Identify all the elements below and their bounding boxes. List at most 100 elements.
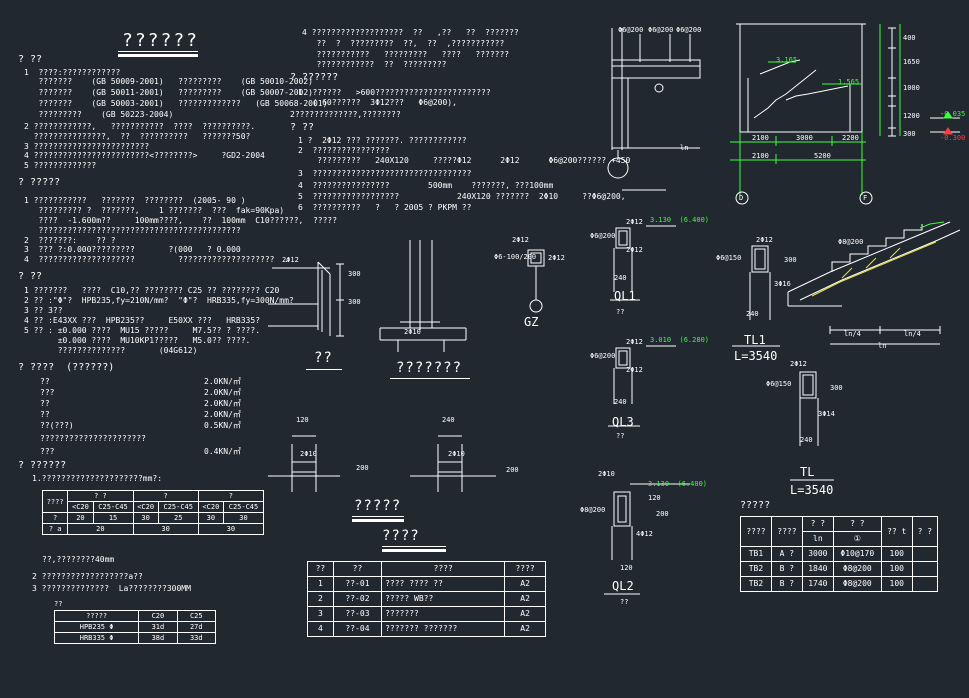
drawing-cell: ??-02 [332,591,383,607]
cover-th: ???? [41,490,69,513]
detail-c-label: ????? [354,498,402,514]
dim-label: 120 [620,564,633,572]
sec5-after-table: ??,????????40mm [42,555,115,564]
rebar-label: 2Φ10 [404,328,421,336]
load-name: ?????????????????????? [40,434,146,443]
rebar-label: 2Φ12 [626,338,643,346]
tl1-length: L=3540 [734,349,778,363]
stair-elev: -0.035 [940,110,966,118]
sec3-line: 4 ?? :E43XX ??? HPB235?? E50XX ??? HRB33… [24,316,261,325]
anchor-cell: HPB235 Φ [53,621,140,633]
stair-table-title: ????? [740,500,771,511]
drawing-list-underline-thick [382,549,446,552]
load-value: 2.0KN/㎡ [204,410,241,419]
sec2-head: ? ????? [18,177,61,188]
plan-dim: 2100 [752,134,769,142]
anchor-th: C25 [176,610,217,622]
dim-label: 120 [648,494,661,502]
plan-dim: 5200 [814,152,831,160]
detail-a-underline [306,369,342,370]
sec1-line: ??????? (GB 50009-2001) ????????? (GB 50… [24,77,313,86]
sec1-head: ? ?? [18,54,43,65]
drawing-cell: ??-03 [332,606,383,622]
gz-label: GZ [524,315,539,329]
sec6-line: ( 60?????? 3Φ12??? Φ6@200), [298,98,457,107]
rebar-label: 2Φ12 [626,218,643,226]
anchor-th: ????? [53,610,140,622]
table-row: TB2 B ? 1740 Φ8@200 100 [740,576,939,592]
stair-cell [911,561,939,577]
ql2-section [604,483,690,595]
sec1-line: ??????? (GB 50003-2001) ????????????? (G… [24,99,328,108]
sec3-head: ? ?? [18,271,43,282]
rebar-label: 2Φ10 [448,450,465,458]
dim-label: 200 [356,464,369,472]
stair-slab-green [919,221,945,229]
table-row: 3 ??-03 ??????? A2 [307,606,546,622]
dim-label: 120 [296,416,309,424]
detail-b-underline [390,378,470,379]
anchor-cell: 27d [176,621,217,633]
rebar-label: Φ6@200 [590,352,616,360]
stair-cell [911,576,939,592]
cover-sub: C25-C45 [92,501,134,513]
foundation-detail-left [268,261,344,337]
sec5-line2: 2 ??????????????????a?? [32,572,143,581]
sec4-head: ? ???? (??????) [18,362,115,373]
drawing-cell: ???? ???? ?? [381,576,506,592]
sec1-line: 5 ????????????? [24,161,97,170]
axis-d-label: D [739,194,744,202]
sec1-line: ???????????????, ?? ?????????? ???????50… [24,132,251,141]
sec6-top-line: ??????????? ????????? ???? ??????? [302,50,510,59]
stair-cell: 100 [880,546,913,562]
drawing-cell: ????? WB?? [381,591,506,607]
sec2-line: 1 ??????????? ??????? ???????? (2005- 90… [24,196,246,205]
rebar-label: 2Φ12 [512,236,529,244]
stair-slab-section [787,221,961,345]
plan-dim-v: 1650 [903,58,920,66]
sec5-head: ? ?????? [18,460,67,471]
dim-label: 200 [506,466,519,474]
axis-f-label: F [863,194,868,202]
plan-dim-v: 300 [903,130,916,138]
cover-cell: ? a [41,523,69,535]
drawing-cell: ??-04 [332,621,383,637]
sec7-line: 4 ???????????????? 500mm ???????, ???100… [298,181,554,190]
top-beam-section [607,28,701,191]
stair-cell: Φ8@200 [832,561,882,577]
drawing-cell: A2 [504,591,546,607]
sec3-line: 1 ??????? ???? C10,?? ???????? C25 ?? ??… [24,286,280,295]
rebar-label: Φ6@150 [766,380,792,388]
plan-dim: 2200 [842,134,859,142]
lintel-section-a [268,435,340,492]
drawing-th: ?? [332,561,383,577]
dim-label: 240 [746,310,759,318]
sec2-line: 4 ???????????????????? ?????????????????… [24,255,289,264]
cover-cell: 30 [223,512,264,524]
sec2-line: ???? -1.600m?? 100mm????, ?? 100mm C10??… [24,216,338,225]
stair-th: ?? t [880,516,913,547]
title-underline [118,51,198,52]
sec6-head: ? ?????? [290,72,339,83]
sec2-line: 2 ???????: ?? ? [24,236,116,245]
sec6-line: 2?????????????,???????? [290,110,401,119]
sec2-line: ????????????????????????????????????????… [24,226,241,235]
detail-c-underline-thick [352,519,404,522]
cover-sub: C25-C45 [223,501,264,513]
anchor-th: C20 [138,610,178,622]
table-row: TB1 A ? 3000 Φ10@170 100 [740,546,939,562]
sec7-line: 3 ????????????????????????????????? [298,169,472,178]
load-name: ??? [40,447,55,456]
load-value: 0.5KN/㎡ [204,421,241,430]
sec7-line: 6 ?????????? ? ? 2005 ? PKPM ?? [298,203,472,212]
sec1-line: 3 ???????????????????????? [24,142,150,151]
cover-cell: 20 [67,512,94,524]
cover-sub: <C20 [67,501,94,513]
dim-label: 300 [784,256,797,264]
drawing-cell: ??????? [381,606,506,622]
table-row: 1 ??-01 ???? ???? ?? A2 [307,576,546,592]
sec1-line: 1 ????:???????????? [24,68,121,77]
cover-cell: 30 [197,512,225,524]
stair-elev: -0.300 [940,134,966,142]
sec3-line: ±0.000 ???? MU10KP1????? M5.0?? ????. [24,336,251,345]
